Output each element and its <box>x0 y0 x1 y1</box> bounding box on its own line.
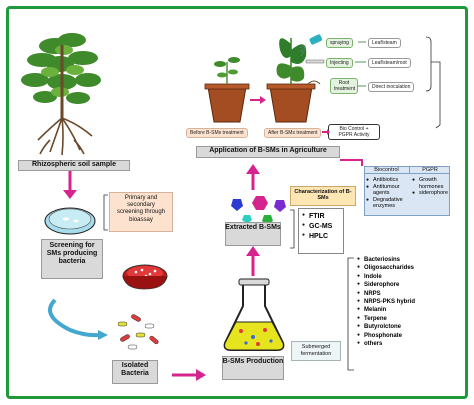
production-box <box>222 356 284 380</box>
method-hplc: HPLC <box>302 232 342 242</box>
metabolite-item: others <box>357 340 437 348</box>
target-leaf-steam-root: Leaf/steam/root <box>368 58 411 68</box>
target-leaf-steam: Leaf/steam <box>368 38 401 48</box>
method-root: Root treatment <box>330 78 358 94</box>
method-injecting: Injecting <box>326 58 353 68</box>
metabolite-item: Terpene <box>357 315 437 323</box>
target-direct-inoculation: Direct inoculation <box>368 82 415 92</box>
metabolite-item: Melanin <box>357 306 437 314</box>
production-text: B-SMs Production <box>222 358 284 365</box>
biocontrol-item: Degradative enzymes <box>366 197 412 210</box>
application-title: Application of B-SMs in Agriculture <box>209 147 327 154</box>
screening-title: Screening for SMs producing bacteria <box>46 242 98 266</box>
method-gcms: GC-MS <box>302 222 342 232</box>
fermentation-note: Submerged fermentation <box>291 341 341 361</box>
metabolite-list: Bacteriosins Oligosaccharides Indole Sid… <box>357 256 437 348</box>
biocontrol-list: Antibiotics Antitumour agents Degradativ… <box>366 177 412 210</box>
after-treatment-label: After B-SMs treatment <box>264 128 322 138</box>
method-spraying: spraying <box>326 38 353 48</box>
metabolite-item: Bacteriosins <box>357 256 437 264</box>
screening-box <box>41 239 103 279</box>
characterization-header <box>290 186 356 206</box>
biocontrol-item: Antibiotics <box>366 177 412 184</box>
extracted-box <box>225 222 281 246</box>
biocontrol-item: Antitumour agents <box>366 184 412 197</box>
screening-note: Primary and secondary screening through … <box>109 192 173 232</box>
roles-header-biocontrol: Biocontrol <box>364 167 410 175</box>
isolated-bacteria-text: Isolated Bacteria <box>121 362 149 378</box>
method-ftir: FTIR <box>302 212 342 222</box>
extracted-text: Extracted B-SMs <box>225 224 281 231</box>
roles-header-pgpr: PGPR <box>410 167 450 175</box>
metabolite-item: Siderophore <box>357 281 437 289</box>
soil-sample-text: Rhizospheric soil sample <box>31 161 117 168</box>
pgpr-item: siderophore <box>412 190 450 197</box>
application-box <box>196 146 340 158</box>
characterization-method-list: FTIR GC-MS HPLC <box>302 212 342 242</box>
metabolite-item: Phosphonate <box>357 332 437 340</box>
pgpr-item: Growth hormones <box>412 177 450 190</box>
metabolite-item: NRPS-PKS hybrid <box>357 298 437 306</box>
characterization-title: Characterization of B-SMs <box>294 189 352 202</box>
metabolite-item: Indole <box>357 273 437 281</box>
before-treatment-label: Before B-SMs treatment <box>186 128 248 138</box>
pgpr-list: Growth hormones siderophore <box>412 177 450 197</box>
soil-sample-label <box>18 160 130 171</box>
metabolite-item: NRPS <box>357 290 437 298</box>
metabolite-item: Oligosaccharides <box>357 264 437 272</box>
metabolite-item: Butyrolctone <box>357 323 437 331</box>
isolated-bacteria-box <box>112 360 158 384</box>
